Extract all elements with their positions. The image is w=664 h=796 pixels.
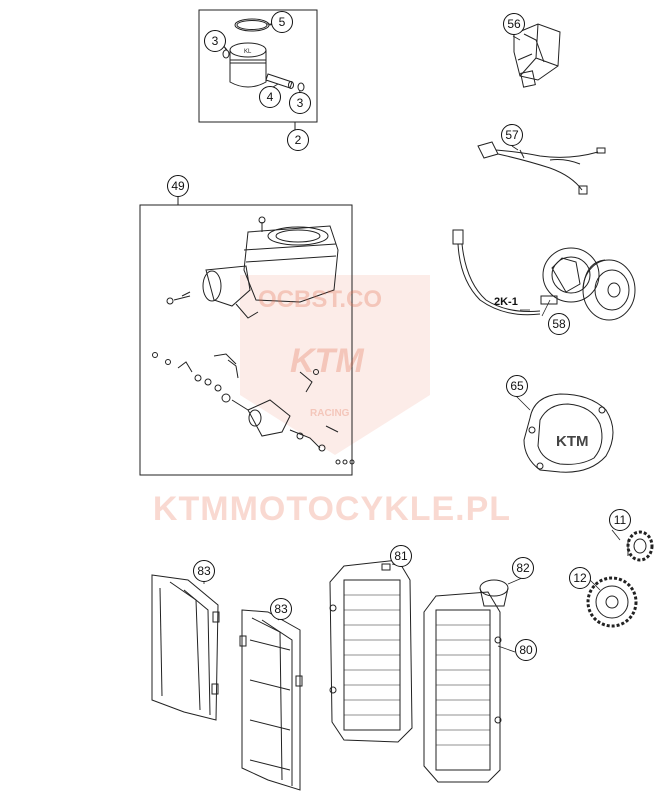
svg-text:KL: KL	[244, 49, 252, 55]
callout-57[interactable]: 57	[501, 124, 523, 146]
callout-82[interactable]: 82	[512, 557, 534, 579]
watermark-logo-text: KTM	[290, 342, 364, 380]
callout-3-left[interactable]: 3	[204, 30, 226, 52]
callout-5[interactable]: 5	[271, 11, 293, 33]
radiator-louvre-left-drawing	[151, 574, 220, 721]
watermark-shield	[240, 275, 430, 455]
callout-81[interactable]: 81	[390, 545, 412, 567]
callout-83-right[interactable]: 83	[270, 598, 292, 620]
svg-text:KTM: KTM	[556, 433, 589, 450]
callout-49[interactable]: 49	[167, 175, 189, 197]
callout-3-right[interactable]: 3	[289, 92, 311, 114]
label-2k-1: 2K-1	[494, 296, 518, 308]
part-57-drawing	[477, 141, 606, 195]
callout-83-left[interactable]: 83	[193, 560, 215, 582]
radiator-louvre-right-drawing	[239, 609, 303, 791]
callout-56[interactable]: 56	[503, 13, 525, 35]
callout-58[interactable]: 58	[548, 313, 570, 335]
radiator-left-drawing	[329, 559, 413, 743]
callout-2[interactable]: 2	[287, 129, 309, 151]
cylinder-group	[139, 197, 355, 476]
part-56-drawing	[513, 23, 561, 88]
radiator-right-drawing	[423, 579, 509, 783]
callout-65[interactable]: 65	[506, 375, 528, 397]
gears-drawing	[586, 530, 654, 628]
callout-12[interactable]: 12	[569, 567, 591, 589]
watermark-site-text: KTMMOTOCYKLE.PL	[152, 490, 512, 528]
callout-11[interactable]: 11	[609, 509, 631, 531]
callout-80[interactable]: 80	[515, 639, 537, 661]
part-58-drawing	[452, 229, 636, 321]
watermark-shield-top-text: OCBST.CO	[258, 286, 383, 313]
part-65-drawing: KTM	[523, 393, 614, 473]
piston-kit-group: KL	[198, 9, 318, 130]
callout-4[interactable]: 4	[259, 86, 281, 108]
watermark-shield-bottom-text: RACING	[310, 408, 350, 419]
